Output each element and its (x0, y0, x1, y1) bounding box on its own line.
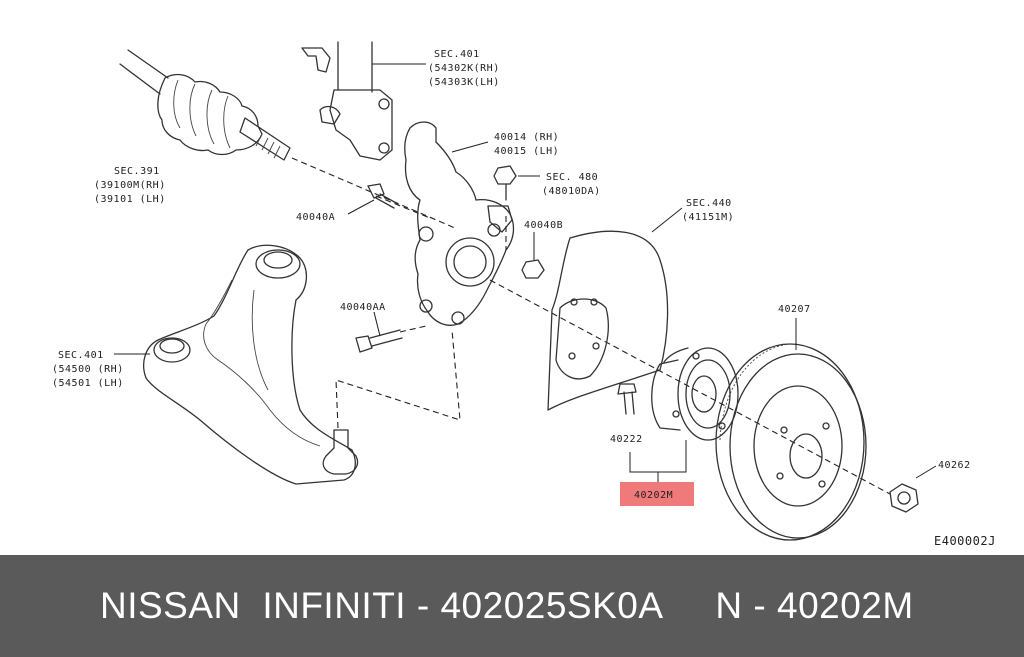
label-sec480: SEC. 480 (546, 172, 598, 183)
label-sec391: SEC.391 (114, 166, 160, 177)
hub-bearing-assembly (651, 347, 739, 441)
label-sec440: SEC.440 (686, 198, 732, 209)
drive-shaft (119, 49, 456, 229)
splash-shield (547, 207, 683, 411)
hub-nut-40262 (889, 465, 937, 513)
label-40040b: 40040B (524, 220, 563, 231)
label-40040a: 40040A (296, 212, 335, 223)
label-knuckle-lh: 40015 (LH) (494, 146, 559, 157)
part-highlight (620, 482, 694, 506)
label-40222: 40222 (610, 434, 643, 445)
label-40262: 40262 (938, 460, 971, 471)
exploded-parts-diagram: SEC.401 (54302K(RH) (54303K(LH) 40014 (R… (52, 41, 996, 548)
label-sec401-top: SEC.401 (434, 49, 480, 60)
label-sec391-lh: (39101 (LH) (94, 194, 166, 205)
brake-rotor (715, 318, 867, 541)
label-sec401-bottom: SEC.401 (58, 350, 104, 361)
strut-assembly (301, 41, 426, 161)
footer-banner: NISSAN INFINITI - 402025SK0A N - 40202M (0, 555, 1024, 657)
nut-48010da (493, 165, 540, 201)
label-sec391-rh: (39100M(RH) (94, 180, 166, 191)
nut-40040b (521, 232, 545, 279)
footer-part-number: NISSAN INFINITI - 402025SK0A N - 40202M (100, 585, 914, 626)
label-sec480-part: (48010DA) (542, 186, 601, 197)
label-40207: 40207 (778, 304, 811, 315)
steering-knuckle (404, 121, 515, 326)
label-sec401-bottom-lh: (54501 (LH) (52, 378, 124, 389)
label-40040aa: 40040AA (340, 302, 386, 313)
hub-bolt-40222 (617, 383, 637, 415)
diagram-code: E400002J (934, 534, 996, 548)
label-knuckle-rh: 40014 (RH) (494, 132, 559, 143)
label-sec401-top-rh: (54302K(RH) (428, 63, 500, 74)
callout-labels: SEC.401 (54302K(RH) (54303K(LH) 40014 (R… (52, 49, 996, 548)
lower-control-arm (114, 244, 359, 485)
label-sec401-bottom-rh: (54500 (RH) (52, 364, 124, 375)
bolt-40040a (347, 183, 399, 215)
label-sec401-top-lh: (54303K(LH) (428, 77, 500, 88)
label-40202m: 40202M (634, 490, 673, 501)
label-sec440-part: (41151M) (682, 212, 734, 223)
bolt-40040aa (355, 311, 403, 353)
